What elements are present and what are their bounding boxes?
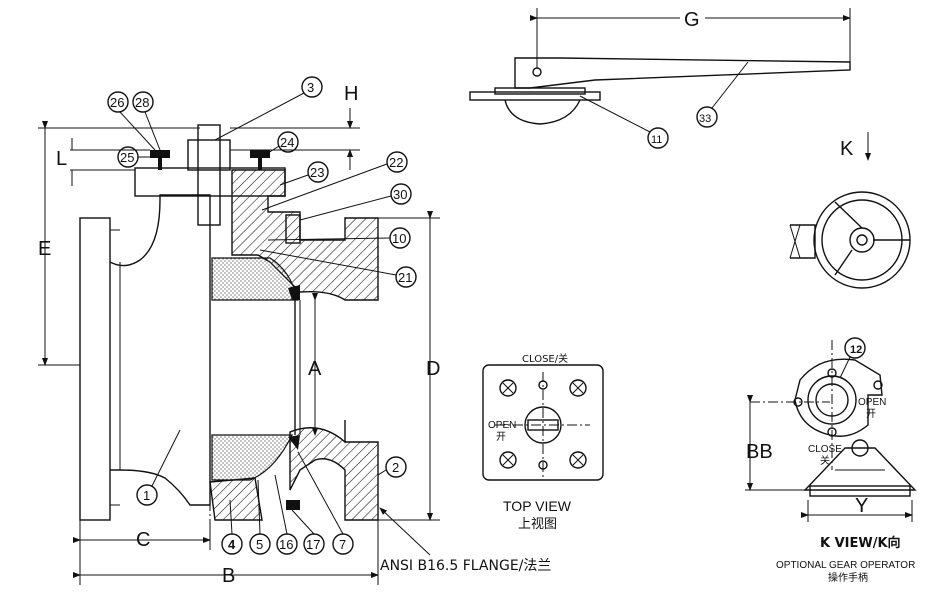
handle-view	[469, 8, 851, 149]
top-open-cn: 开	[496, 432, 506, 443]
callout-33: 33	[699, 113, 711, 125]
top-open-label: OPEN	[488, 420, 516, 431]
dim-H: H	[344, 83, 358, 105]
callout-7: 7	[339, 537, 346, 552]
callout-16: 16	[279, 537, 293, 552]
dim-E: E	[38, 238, 51, 260]
callout-22: 22	[389, 155, 403, 170]
gear-close-cn: 关	[820, 454, 830, 467]
body-upper-section	[231, 169, 379, 301]
callout-2: 2	[392, 460, 399, 475]
handwheel-view	[789, 191, 911, 289]
top-view-title-cn: 上视图	[518, 517, 557, 532]
callout-26: 26	[110, 95, 124, 110]
dim-C: C	[136, 529, 150, 551]
callout-11: 11	[651, 134, 662, 146]
callout-25: 25	[120, 150, 134, 165]
dim-BB: BB	[746, 441, 773, 463]
ball-lower	[211, 434, 293, 481]
callout-23: 23	[310, 165, 324, 180]
callout-30: 30	[393, 187, 407, 202]
callout-4: 4	[228, 537, 236, 552]
gear-operator-title-cn: 操作手柄	[828, 571, 868, 584]
callout-24: 24	[280, 135, 294, 150]
callout-12: 12	[850, 344, 862, 356]
gear-open-cn: 开	[866, 409, 876, 420]
callout-5: 5	[256, 537, 263, 552]
gear-operator-view	[745, 337, 917, 522]
dim-K: K	[840, 138, 854, 160]
left-flange	[79, 217, 111, 521]
gear-close-label: CLOSE	[808, 444, 842, 455]
dim-A: A	[308, 358, 322, 380]
stem	[197, 124, 221, 226]
callout-17: 17	[306, 537, 320, 552]
dim-G: G	[684, 9, 700, 31]
main-section-view	[79, 124, 379, 521]
callout-3: 3	[307, 80, 314, 95]
flange-label: ANSI B16.5 FLANGE/法兰	[380, 558, 551, 574]
callout-28: 28	[135, 95, 149, 110]
lever-handle	[514, 57, 851, 89]
top-view-title: TOP VIEW	[503, 498, 572, 514]
body-outline	[109, 194, 211, 506]
callout-21: 21	[398, 270, 412, 285]
gear-operator-title: OPTIONAL GEAR OPERATOR	[776, 560, 915, 571]
dim-B: B	[222, 565, 235, 587]
top-close-label: CLOSE/关	[522, 352, 568, 365]
dim-L: L	[56, 148, 67, 170]
bottom-trunnion	[209, 477, 263, 521]
gear-open-label: OPEN	[858, 397, 886, 408]
body-lower-section	[289, 420, 379, 521]
callout-10: 10	[392, 231, 406, 246]
top-view	[482, 364, 604, 481]
dim-Y: Y	[855, 495, 868, 517]
dim-D: D	[426, 358, 440, 380]
callouts-main	[107, 76, 431, 556]
k-view-title: K VIEW/K向	[820, 535, 901, 551]
callout-1: 1	[143, 488, 150, 503]
